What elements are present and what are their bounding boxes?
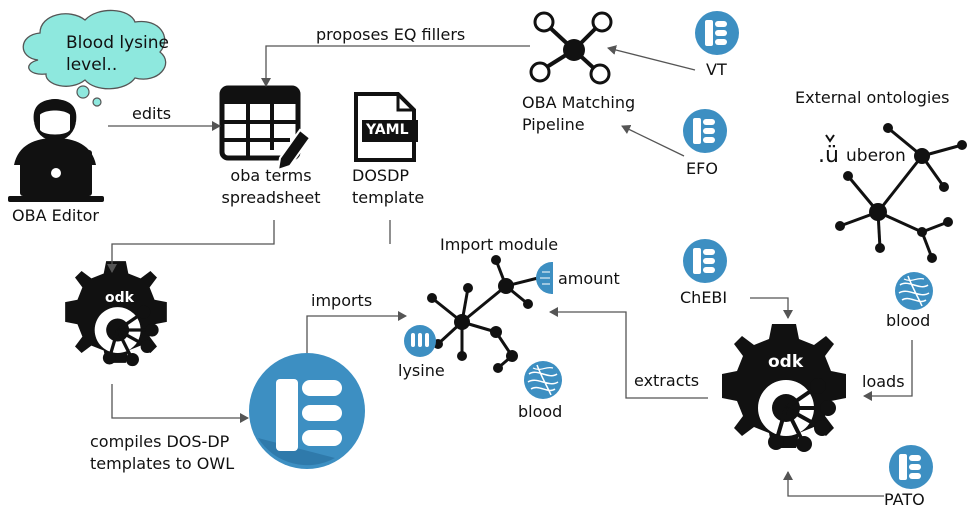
yaml-label: YAML [366, 122, 409, 138]
spreadsheet-label-1: oba terms [230, 166, 312, 185]
person-laptop-icon [8, 99, 104, 202]
blood-icon [894, 271, 934, 311]
pipeline-label-2: Pipeline [522, 115, 585, 134]
yaml-file-icon [354, 92, 418, 162]
external-ontologies-label: External ontologies [795, 88, 950, 107]
ontology-icon [695, 11, 739, 55]
compiles-label-2: templates to OWL [90, 454, 235, 473]
loads-label: loads [862, 372, 905, 391]
chebi-label: ChEBI [680, 288, 728, 307]
blood-module-label: blood [518, 402, 563, 421]
chebi-arrow [750, 297, 793, 319]
loads-arrow [863, 340, 913, 401]
uberon-logo: .ü [818, 134, 839, 168]
compiles-label-1: compiles DOS-DP [90, 432, 230, 451]
lysine-icon [404, 325, 436, 357]
spreadsheet-edit-icon [219, 85, 312, 172]
import-module-label: Import module [440, 235, 559, 254]
blood-icon [523, 360, 563, 400]
edits-label: edits [132, 104, 172, 123]
proposes-label: proposes EQ fillers [316, 25, 466, 44]
ontology-icon [683, 239, 727, 283]
vt-arrow [607, 45, 696, 71]
imports-arrow [306, 311, 407, 353]
efo-arrow [621, 124, 685, 157]
odk-gear-icon [720, 322, 848, 454]
amount-label: amount [558, 269, 620, 288]
amount-icon [536, 262, 553, 294]
dosdp-label-2: template [352, 188, 425, 207]
thought-cloud [22, 9, 167, 107]
thought-text-1: Blood lysine [66, 33, 169, 53]
ontology-icon [683, 109, 727, 153]
odk-gear-icon [63, 259, 169, 368]
vt-label: VT [706, 60, 727, 79]
extracts-label: extracts [634, 371, 700, 390]
dosdp-label-1: DOSDP [352, 166, 410, 185]
thought-text-2: level.. [66, 55, 118, 75]
matching-network-icon [529, 11, 613, 85]
network-graph-icon [427, 255, 539, 373]
odk-right-label: odk [768, 352, 804, 372]
spreadsheet-label-2: spreadsheet [221, 188, 321, 207]
extracts-arrow [549, 307, 708, 399]
blood-external-label: blood [886, 311, 931, 330]
efo-label: EFO [686, 159, 718, 178]
ontology-icon [249, 353, 365, 469]
uberon-label: uberon [846, 146, 906, 166]
pato-label: PATO [884, 490, 925, 509]
lysine-label: lysine [398, 361, 445, 380]
external-network-icon [835, 123, 967, 263]
pato-arrow [783, 471, 884, 497]
imports-label: imports [311, 291, 373, 310]
pipeline-label-1: OBA Matching [522, 93, 636, 112]
proposes-arrow [261, 45, 530, 87]
oba-editor-label: OBA Editor [12, 206, 99, 225]
spreadsheet-to-odk-arrow [107, 220, 275, 273]
svg-text:.ü: .ü [818, 143, 839, 168]
compiles-arrow [111, 384, 249, 423]
ontology-icon [889, 445, 933, 489]
odk-left-label: odk [105, 290, 135, 306]
